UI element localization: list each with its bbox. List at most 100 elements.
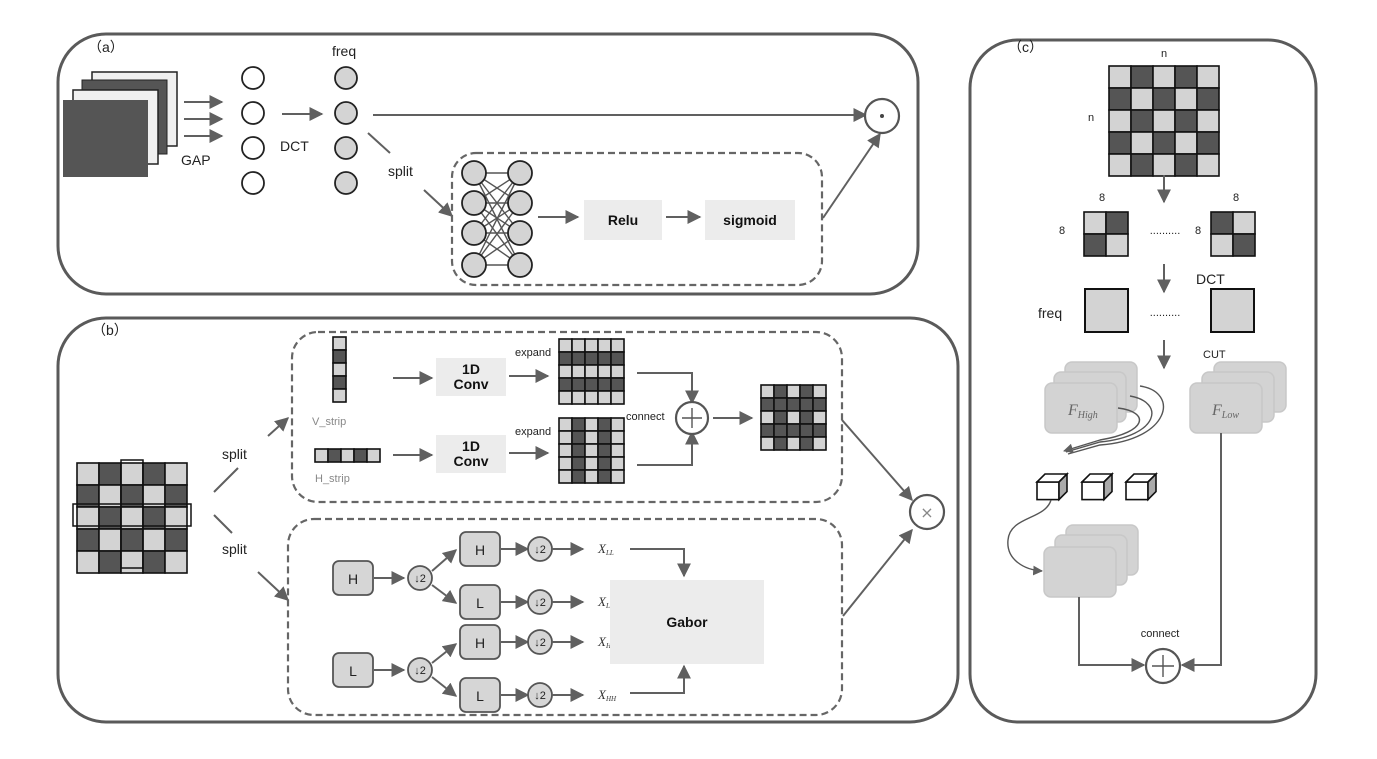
grid-cell xyxy=(164,462,188,486)
grid-cell xyxy=(558,417,573,432)
xhh-to-gabor-arrow xyxy=(630,664,691,694)
l-filter-node xyxy=(332,652,374,688)
grid-cell xyxy=(332,362,347,377)
downsample-label: ↓2 xyxy=(534,597,546,609)
f-high-stack xyxy=(1044,361,1138,434)
n-left-label: n xyxy=(1088,112,1094,124)
downsample-label: ↓2 xyxy=(534,544,546,556)
freq-vector xyxy=(334,66,358,195)
split-top-line xyxy=(213,467,239,493)
grid-cell xyxy=(571,364,586,379)
grid-cell xyxy=(1083,211,1107,235)
upper-to-mult-arrow xyxy=(841,419,913,502)
panel-a-frame xyxy=(56,32,920,296)
h-strip-cells xyxy=(314,448,381,463)
grid-cell xyxy=(98,550,122,574)
grid-cell xyxy=(353,448,368,463)
processed-stack xyxy=(1043,524,1139,598)
freq-dots: .......... xyxy=(1150,307,1181,319)
grid-cell xyxy=(571,390,586,405)
conv-bottom-line1: 1D xyxy=(462,438,480,454)
grid-cell xyxy=(142,550,166,574)
freq-block-left xyxy=(1084,288,1129,333)
grid-cell xyxy=(610,351,625,366)
lh-filter-label: H xyxy=(475,635,485,651)
multiply-node xyxy=(908,493,946,531)
grid-cell xyxy=(1152,109,1176,133)
hl-filter-label: L xyxy=(476,595,484,611)
f-high-label: FHigh xyxy=(1067,402,1098,421)
grid-cell xyxy=(558,390,573,405)
grid-cell xyxy=(571,417,586,432)
excitation-block xyxy=(450,151,824,287)
hh-filter-node xyxy=(459,531,501,567)
split-line xyxy=(367,132,391,154)
grid-cell xyxy=(597,390,612,405)
subband-hh-label: XHH xyxy=(597,687,617,703)
branch-arrow-2 xyxy=(431,584,458,604)
panel-b: （b） split split V_strip H_strip 1D Conv … xyxy=(56,316,960,724)
grid-cell xyxy=(327,448,342,463)
hh-filter-label: H xyxy=(475,542,485,558)
grid-cell xyxy=(584,338,599,353)
grid-cell xyxy=(786,423,801,438)
split-top-arrow xyxy=(267,417,290,437)
grid-cell xyxy=(799,410,814,425)
relu-label: Relu xyxy=(608,212,638,228)
expanded-cols-grid xyxy=(558,417,625,484)
expand-bottom-label: expand xyxy=(515,426,551,438)
grid-cell xyxy=(1174,87,1198,111)
split-arrow xyxy=(423,189,454,217)
grid-cell xyxy=(597,377,612,392)
grid-cell xyxy=(558,443,573,458)
grid-cell xyxy=(558,351,573,366)
grid-cell xyxy=(76,528,100,552)
grid-cell xyxy=(164,550,188,574)
input-checkerboard xyxy=(76,462,188,574)
conv-top-line1: 1D xyxy=(462,361,480,377)
grid-cell xyxy=(332,388,347,403)
grid-cell xyxy=(1174,109,1198,133)
grid-cell xyxy=(760,436,775,451)
block-left-height: 8 xyxy=(1059,225,1065,237)
ll-filter-node xyxy=(459,677,501,713)
grid-cell xyxy=(1232,211,1256,235)
grid-cell xyxy=(610,469,625,484)
grid-cell xyxy=(773,384,788,399)
grid-cell xyxy=(1196,65,1220,89)
branch-arrow-1 xyxy=(431,549,458,572)
panel-c-label: （c） xyxy=(1008,39,1043,55)
block-left-width: 8 xyxy=(1099,192,1105,204)
h-filter-node xyxy=(332,560,374,596)
grid-cell xyxy=(1152,131,1176,155)
grid-cell xyxy=(1210,211,1234,235)
grid-cell xyxy=(786,436,801,451)
h-strip-label: H_strip xyxy=(315,473,350,485)
grid-cell xyxy=(799,423,814,438)
grid-cell xyxy=(812,410,827,425)
subband-hl-label: XHL xyxy=(597,634,615,650)
grid-cell xyxy=(120,550,144,574)
grid-cell xyxy=(1130,87,1154,111)
sigmoid-box xyxy=(705,200,795,240)
split-top-label: split xyxy=(222,446,247,462)
grid-cell xyxy=(610,430,625,445)
grid-cell xyxy=(773,397,788,412)
grid-cell xyxy=(120,462,144,486)
grid-cell xyxy=(799,436,814,451)
gap-vector xyxy=(241,66,265,195)
block-cubes xyxy=(1035,472,1158,502)
conv-top-line2: Conv xyxy=(454,376,489,392)
grid-cell xyxy=(1152,87,1176,111)
grid-cell xyxy=(98,528,122,552)
grid-cell xyxy=(558,377,573,392)
conv-bottom-box xyxy=(436,435,506,473)
panel-a: （a） GAP DCT freq spli xyxy=(56,32,920,296)
grid-cell xyxy=(610,377,625,392)
grid-cell xyxy=(799,384,814,399)
grid-cell xyxy=(610,443,625,458)
block-right-width: 8 xyxy=(1233,192,1239,204)
grid-cell xyxy=(760,410,775,425)
f-low-label: FLow xyxy=(1211,402,1239,421)
